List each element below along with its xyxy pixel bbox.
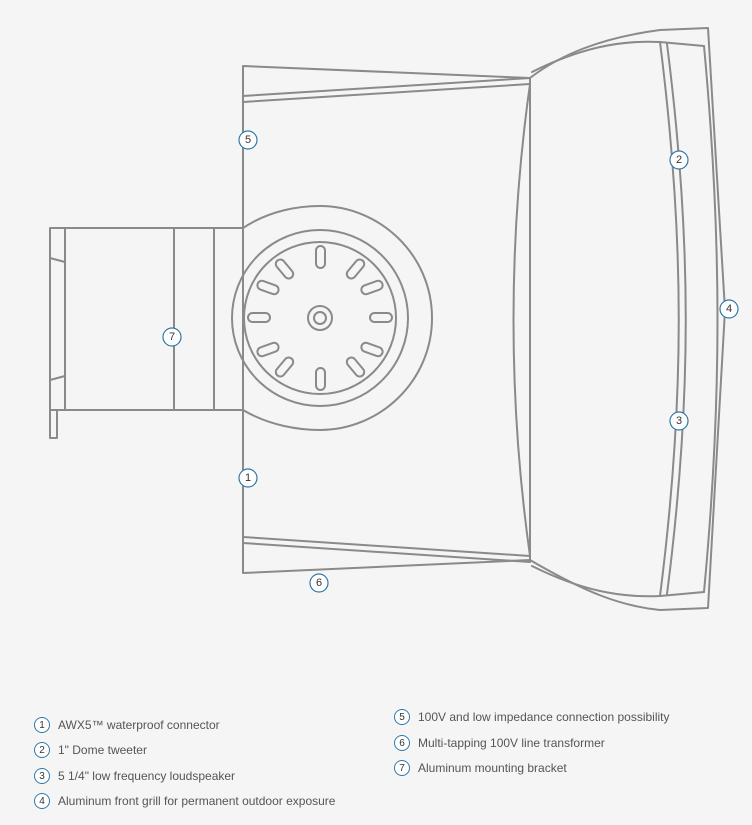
legend-item-2: 2 1" Dome tweeter	[34, 740, 147, 760]
bracket-lobe	[242, 205, 433, 431]
front-grill-bottom-lip	[531, 565, 705, 598]
callout-5: 5	[238, 130, 258, 150]
plate-slots	[247, 245, 393, 391]
legend-text: Aluminum front grill for permanent outdo…	[58, 794, 336, 808]
svg-text:5: 5	[245, 134, 251, 146]
rotary-plate-inner	[243, 241, 397, 395]
legend-text: Multi-tapping 100V line transformer	[418, 736, 605, 750]
legend-item-1: 1 AWX5™ waterproof connector	[34, 715, 220, 735]
housing-outline	[242, 65, 531, 574]
legend-number: 4	[34, 793, 50, 809]
front-grill-inner-curve	[512, 83, 531, 557]
callout-2: 2	[669, 150, 689, 170]
legend-item-3: 3 5 1/4" low frequency loudspeaker	[34, 766, 235, 786]
bracket-notch-bottom	[49, 375, 66, 381]
bracket-notch-top	[49, 257, 66, 263]
legend-text: 1" Dome tweeter	[58, 743, 147, 757]
svg-text:4: 4	[726, 303, 732, 315]
legend-number: 2	[34, 742, 50, 758]
callout-4: 4	[719, 299, 739, 319]
callout-3: 3	[669, 411, 689, 431]
center-bolt-inner	[313, 311, 327, 325]
front-grill-rim	[703, 45, 719, 593]
legend-text: Aluminum mounting bracket	[418, 761, 567, 775]
speaker-diagram: 1 2 3 4 5 6 7	[49, 27, 739, 611]
legend-number: 3	[34, 768, 50, 784]
legend-item-6: 6 Multi-tapping 100V line transformer	[394, 733, 605, 753]
front-grill-edge	[659, 41, 680, 597]
front-grill-outline	[529, 27, 726, 611]
legend-text: AWX5™ waterproof connector	[58, 718, 220, 732]
legend-text: 5 1/4" low frequency loudspeaker	[58, 769, 236, 783]
legend-text: 100V and low impedance connection possib…	[418, 710, 670, 724]
callout-7: 7	[162, 327, 182, 347]
svg-text:1: 1	[245, 472, 251, 484]
legend-number: 7	[394, 760, 410, 776]
legend-number: 6	[394, 735, 410, 751]
housing-bottom-band	[242, 536, 531, 563]
front-grill-top-lip	[531, 40, 705, 73]
legend-number: 1	[34, 717, 50, 733]
legend-number: 5	[394, 709, 410, 725]
legend-item-7: 7 Aluminum mounting bracket	[394, 758, 567, 778]
bracket-tab	[49, 409, 58, 439]
svg-text:6: 6	[316, 577, 322, 589]
legend-item-4: 4 Aluminum front grill for permanent out…	[34, 791, 335, 811]
front-grill-edge-outer	[666, 43, 687, 595]
center-bolt-outer	[307, 305, 333, 331]
callout-1: 1	[238, 468, 258, 488]
rotary-plate-outer	[231, 229, 409, 407]
callout-6: 6	[309, 573, 329, 593]
legend-item-5: 5 100V and low impedance connection poss…	[394, 707, 670, 727]
svg-text:2: 2	[676, 154, 682, 166]
bracket-rail	[64, 227, 215, 411]
svg-text:3: 3	[676, 415, 682, 427]
svg-text:7: 7	[169, 331, 175, 343]
housing-top-band	[242, 77, 531, 103]
